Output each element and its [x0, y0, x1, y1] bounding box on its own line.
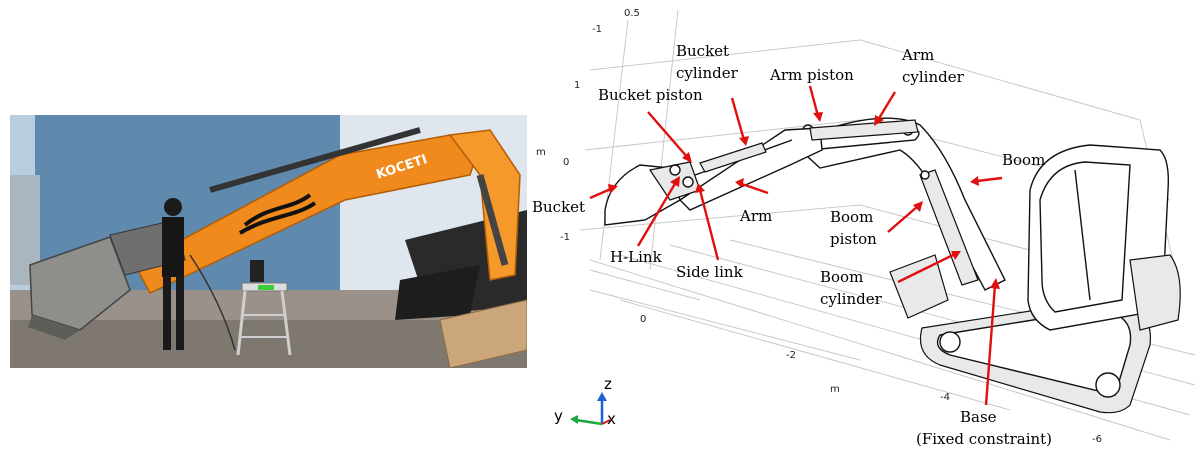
label-bucket-piston: Bucket piston: [598, 86, 703, 104]
label-boom: Boom: [1002, 151, 1045, 169]
label-arm-cylinder-line1: Arm: [901, 46, 934, 64]
tick-z-minus1: -1: [560, 232, 570, 243]
label-bucket: Bucket: [532, 198, 585, 216]
label-bucket-cylinder-line1: Bucket: [676, 42, 729, 60]
tick-y-1: -1: [592, 24, 602, 35]
arrow-h-link: [636, 181, 678, 247]
label-h-link: H-Link: [610, 248, 663, 266]
tick-z-1: 1: [574, 80, 580, 91]
label-base-line2: (Fixed constraint): [916, 430, 1052, 448]
arrow-arm-piston: [808, 85, 820, 117]
arrow-arm: [741, 182, 769, 195]
arrow-bucket-cylinder: [730, 97, 746, 141]
label-arm-cylinder-line2: cylinder: [902, 68, 965, 86]
label-arm: Arm: [739, 207, 772, 225]
arrow-base: [984, 284, 997, 406]
bucket: [29, 236, 131, 331]
label-arm-piston: Arm piston: [769, 66, 854, 84]
tick-x-0: 0: [640, 314, 646, 325]
arrow-boom-piston: [887, 205, 919, 233]
tick-x-minus2: -2: [786, 350, 796, 361]
callout-arrows: [589, 85, 1003, 406]
arrow-arm-cylinder: [876, 91, 897, 121]
arrow-boom-cylinder: [897, 252, 956, 284]
label-boom-piston-line1: Boom: [830, 208, 873, 226]
measurement-stand: [236, 260, 292, 356]
tick-z-unit: m: [536, 147, 546, 158]
excavator-photo: KOCETI: [10, 115, 527, 368]
label-base-line1: Base: [960, 408, 997, 426]
tick-z-top: 0.5: [624, 8, 640, 19]
arrow-bucket-piston: [647, 111, 689, 159]
arrow-side-link: [698, 189, 720, 261]
label-side-link: Side link: [676, 263, 744, 281]
person: [164, 198, 182, 216]
triad-x-label: x: [607, 410, 616, 428]
label-bucket-cylinder-line2: cylinder: [676, 64, 739, 82]
triad-y-label: y: [554, 407, 563, 425]
label-boom-cylinder-line2: cylinder: [820, 290, 883, 308]
label-boom-cylinder-line1: Boom: [820, 268, 863, 286]
arrow-boom: [976, 176, 1003, 183]
excavator-cad-diagram: 0.5 -1 1 m 0 -1 0 -2 m -4 -6: [532, 8, 1196, 448]
excavator-model: [604, 117, 1181, 414]
tick-x-minus4: -4: [940, 392, 950, 403]
wood-pallet: [439, 299, 527, 368]
axis-triad: z y x: [554, 375, 616, 428]
triad-z-label: z: [604, 375, 612, 393]
tick-z-0: 0: [563, 157, 569, 168]
tick-x-unit: m: [830, 384, 840, 395]
label-boom-piston-line2: piston: [830, 230, 877, 248]
tick-x-minus6: -6: [1092, 434, 1102, 445]
